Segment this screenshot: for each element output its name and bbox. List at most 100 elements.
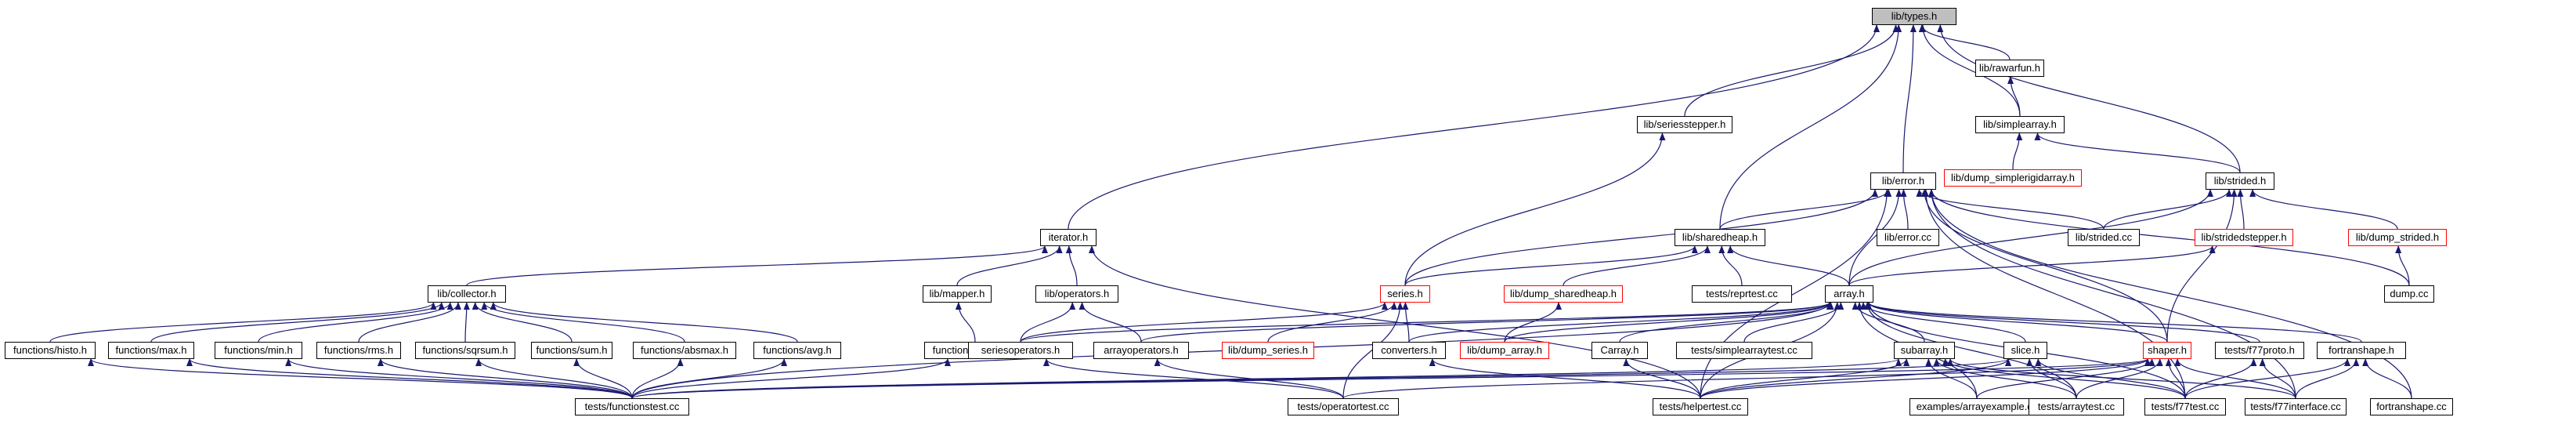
- node-subarray[interactable]: subarray.h: [1894, 342, 1955, 359]
- edge-functionstest-to-absmax: [631, 358, 684, 399]
- edge-seriesoperators-to-series: [1020, 302, 1388, 343]
- node-array[interactable]: array.h: [1825, 285, 1873, 303]
- edge-functionstest-to-sum: [573, 358, 633, 399]
- node-absmax[interactable]: functions/absmax.h: [633, 342, 736, 359]
- edge-array-to-error: [1848, 189, 1902, 286]
- edge-arraytest-to-shaper: [2076, 358, 2163, 399]
- edge-min-to-collector: [258, 302, 453, 343]
- node-dump-series[interactable]: lib/dump_series.h: [1222, 342, 1314, 359]
- edge-sharedheap-to-types: [1719, 24, 1902, 230]
- edge-array-to-strided: [1848, 189, 2213, 286]
- node-converters[interactable]: converters.h: [1372, 342, 1446, 359]
- node-f77proto[interactable]: tests/f77proto.h: [2215, 342, 2304, 359]
- node-seriesoperators[interactable]: seriesoperators.h: [968, 342, 1073, 359]
- edge-valmap-to-mapper: [955, 302, 976, 343]
- edge-f77interface-to-fortranshape-h: [2295, 358, 2360, 399]
- node-shaper[interactable]: shaper.h: [2143, 342, 2191, 359]
- node-dump-strided[interactable]: lib/dump_strided.h: [2348, 229, 2447, 246]
- node-sharedheap[interactable]: lib/sharedheap.h: [1675, 229, 1765, 246]
- edge-f77interface-to-subarray: [1947, 358, 2296, 399]
- edge-sharedheap-to-error: [1719, 189, 1892, 230]
- edge-dump-sharedheap-to-sharedheap: [1563, 245, 1711, 286]
- node-simplearraytest[interactable]: tests/simplearraytest.cc: [1676, 342, 1812, 359]
- edge-seriesstepper-to-types: [1684, 24, 1899, 117]
- node-mapper[interactable]: lib/mapper.h: [923, 285, 992, 303]
- edge-array-to-sharedheap: [1727, 245, 1850, 286]
- node-rms[interactable]: functions/rms.h: [316, 342, 401, 359]
- edge-series-to-error: [1404, 189, 1878, 286]
- node-sum[interactable]: functions/sum.h: [531, 342, 612, 359]
- node-arraytest[interactable]: tests/arraytest.cc: [2029, 398, 2124, 415]
- edge-dump-cc-to-error: [1928, 189, 2410, 286]
- edge-functionstest-to-avg: [631, 358, 788, 399]
- node-rawarfun[interactable]: lib/rawarfun.h: [1975, 60, 2044, 77]
- node-reprtest[interactable]: tests/reprtest.cc: [1692, 285, 1792, 303]
- node-f77interface[interactable]: tests/f77interface.cc: [2245, 398, 2347, 415]
- node-functionstest[interactable]: tests/functionstest.cc: [575, 398, 689, 415]
- node-seriesstepper[interactable]: lib/seriesstepper.h: [1637, 116, 1732, 133]
- edge-functionstest-to-histo: [88, 358, 633, 399]
- edge-avg-to-collector: [490, 302, 798, 343]
- edge-f77test-to-shaper: [2165, 358, 2186, 399]
- node-min[interactable]: functions/min.h: [215, 342, 302, 359]
- node-fortranshape-cc[interactable]: fortranshape.cc: [2370, 398, 2453, 415]
- node-avg[interactable]: functions/avg.h: [753, 342, 841, 359]
- node-error[interactable]: lib/error.h: [1870, 172, 1936, 190]
- node-operators[interactable]: lib/operators.h: [1035, 285, 1118, 303]
- node-helpertest[interactable]: tests/helpertest.cc: [1653, 398, 1748, 415]
- edge-rms-to-collector: [358, 302, 461, 343]
- edge-f77test-to-f77proto: [2184, 358, 2257, 399]
- edge-array-to-stridedstepper: [1848, 245, 2216, 286]
- edge-operatortest-to-seriesoperators: [1043, 358, 1344, 399]
- node-collector[interactable]: lib/collector.h: [428, 285, 506, 303]
- edge-error-to-types: [1902, 24, 1917, 173]
- node-stridedstepper[interactable]: lib/stridedstepper.h: [2195, 229, 2293, 246]
- edge-arrayoperators-to-operators: [1078, 302, 1142, 343]
- edge-operatortest-to-series: [1342, 302, 1404, 399]
- node-f77test[interactable]: tests/f77test.cc: [2144, 398, 2226, 415]
- node-arrayexample[interactable]: examples/arrayexample.cc: [1909, 398, 2044, 415]
- edge-f77test-to-fortranshape-h: [2184, 358, 2350, 399]
- node-strided-cc[interactable]: lib/strided.cc: [2068, 229, 2140, 246]
- node-histo[interactable]: functions/histo.h: [5, 342, 96, 359]
- node-sqrsum[interactable]: functions/sqrsum.h: [415, 342, 515, 359]
- node-series[interactable]: series.h: [1380, 285, 1430, 303]
- edge-arrayexample-to-shaper: [1976, 358, 2155, 399]
- edge-histo-to-collector: [49, 302, 437, 343]
- node-strided[interactable]: lib/strided.h: [2206, 172, 2274, 190]
- edge-arrayexample-to-subarray: [1925, 358, 1978, 399]
- node-slice[interactable]: slice.h: [2003, 342, 2047, 359]
- edge-arrayoperators-to-array: [1140, 302, 1833, 343]
- edge-strided-to-types: [1937, 24, 2241, 173]
- edge-helpertest-to-converters: [1429, 358, 1701, 399]
- node-arrayoperators[interactable]: arrayoperators.h: [1093, 342, 1189, 359]
- edge-functionstest-to-min: [285, 358, 633, 399]
- node-error-cc[interactable]: lib/error.cc: [1877, 229, 1939, 246]
- node-dump-array[interactable]: lib/dump_array.h: [1460, 342, 1549, 359]
- edge-f77interface-to-f77proto: [2259, 358, 2296, 399]
- node-iterator[interactable]: iterator.h: [1040, 229, 1097, 246]
- node-fortranshape-h[interactable]: fortranshape.h: [2317, 342, 2406, 359]
- edge-f77interface-to-shaper: [2174, 358, 2296, 399]
- edge-fortranshape-h-to-array: [1866, 302, 2362, 343]
- edge-shaper-to-error: [1920, 189, 2168, 343]
- node-dump-simplerigidarray[interactable]: lib/dump_simplerigidarray.h: [1944, 169, 2082, 187]
- node-operatortest[interactable]: tests/operatortest.cc: [1288, 398, 1399, 415]
- node-carray[interactable]: Carray.h: [1591, 342, 1648, 359]
- edge-series-to-seriesstepper: [1404, 132, 1666, 286]
- edge-simplearray-to-rawarfun: [2007, 76, 2021, 117]
- node-max[interactable]: functions/max.h: [108, 342, 194, 359]
- node-dump-sharedheap[interactable]: lib/dump_sharedheap.h: [1504, 285, 1623, 303]
- edge-iterator-to-types: [1068, 24, 1880, 230]
- edge-f77interface-to-error: [1928, 189, 2296, 399]
- node-dump-cc[interactable]: dump.cc: [2384, 285, 2434, 303]
- node-types: lib/types.h: [1872, 8, 1956, 25]
- edge-converters-to-array: [1408, 302, 1833, 343]
- node-simplearray[interactable]: lib/simplearray.h: [1975, 116, 2065, 133]
- edge-strided-to-simplearray: [2034, 132, 2241, 173]
- edge-simplearray-to-types: [1919, 24, 2021, 117]
- edges: [49, 24, 2412, 399]
- edge-stridedstepper-to-strided: [2237, 189, 2245, 230]
- edge-f77proto-to-array: [1866, 302, 2260, 343]
